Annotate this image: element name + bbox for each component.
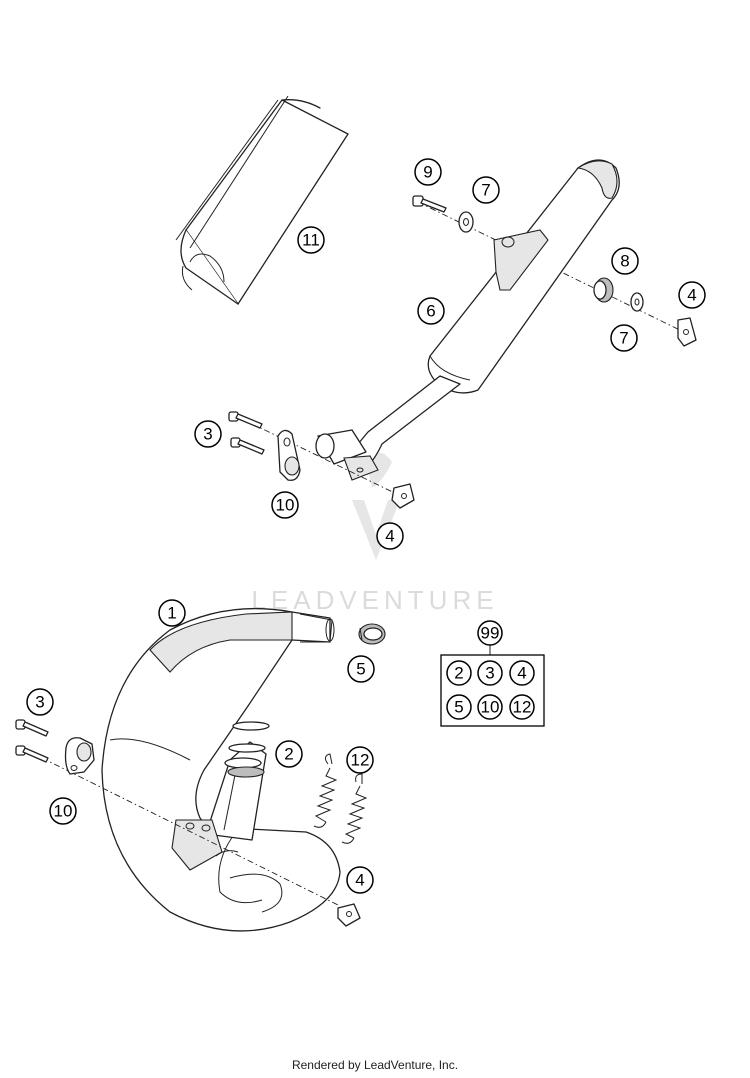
kit-item-3: 3 bbox=[477, 660, 503, 686]
callout-10-lower: 10 bbox=[49, 797, 77, 825]
callout-9: 9 bbox=[414, 158, 442, 186]
clip-nut-upper-right bbox=[677, 317, 697, 347]
bolts-lower bbox=[15, 719, 49, 763]
svg-text:11: 11 bbox=[302, 231, 320, 250]
svg-text:4: 4 bbox=[355, 871, 364, 890]
svg-text:4: 4 bbox=[385, 527, 394, 546]
svg-text:5: 5 bbox=[356, 660, 365, 679]
kit-item-12: 12 bbox=[509, 694, 535, 720]
centerline-lower-pipe-mount bbox=[29, 751, 341, 907]
svg-text:6: 6 bbox=[426, 302, 435, 321]
svg-text:1: 1 bbox=[167, 604, 176, 623]
callout-8: 8 bbox=[611, 247, 639, 275]
svg-text:3: 3 bbox=[35, 693, 44, 712]
centerline-lower-mount bbox=[239, 417, 406, 499]
svg-text:10: 10 bbox=[481, 698, 500, 717]
callout-4-upper-right: 4 bbox=[678, 281, 706, 309]
bracket-upper bbox=[277, 429, 301, 481]
svg-text:2: 2 bbox=[454, 664, 463, 683]
exhaust-pipe bbox=[101, 607, 341, 932]
callout-4-upper-bottom: 4 bbox=[376, 522, 404, 550]
svg-text:10: 10 bbox=[276, 496, 295, 515]
washer-upper bbox=[458, 211, 474, 233]
svg-text:8: 8 bbox=[620, 252, 629, 271]
svg-text:4: 4 bbox=[517, 664, 526, 683]
callout-7-lower: 7 bbox=[610, 324, 638, 352]
kit-99: 99 2 3 4 5 10 12 bbox=[440, 620, 545, 727]
callout-7-upper: 7 bbox=[472, 176, 500, 204]
silencer-inlet-pipe bbox=[315, 375, 461, 481]
silencer-sleeve bbox=[175, 95, 349, 305]
washer-lower bbox=[630, 292, 644, 312]
svg-text:12: 12 bbox=[351, 751, 370, 770]
bracket-lower bbox=[64, 737, 95, 775]
svg-text:4: 4 bbox=[687, 286, 696, 305]
silencer-bolt bbox=[412, 195, 447, 213]
callout-2: 2 bbox=[275, 740, 303, 768]
svg-text:7: 7 bbox=[481, 181, 490, 200]
svg-text:7: 7 bbox=[619, 329, 628, 348]
seal-rings bbox=[224, 721, 270, 778]
svg-text:3: 3 bbox=[485, 664, 494, 683]
svg-text:12: 12 bbox=[513, 698, 532, 717]
callout-10-upper: 10 bbox=[271, 491, 299, 519]
callout-5: 5 bbox=[347, 655, 375, 683]
callout-6: 6 bbox=[417, 297, 445, 325]
callout-3-upper: 3 bbox=[194, 420, 222, 448]
bolts-upper bbox=[228, 411, 265, 455]
kit-item-2: 2 bbox=[446, 660, 472, 686]
callout-12: 12 bbox=[346, 746, 374, 774]
svg-text:2: 2 bbox=[284, 745, 293, 764]
leadventure-watermark: LEADVENTURE bbox=[251, 452, 498, 615]
svg-text:9: 9 bbox=[423, 163, 432, 182]
callout-3-lower: 3 bbox=[26, 688, 54, 716]
svg-text:5: 5 bbox=[454, 698, 463, 717]
o-ring-sleeve bbox=[358, 623, 386, 645]
rubber-bushing bbox=[593, 277, 614, 303]
kit-item-4: 4 bbox=[509, 660, 535, 686]
clip-nut-upper-bottom bbox=[391, 483, 415, 509]
callout-11: 11 bbox=[297, 226, 325, 254]
kit-item-10: 10 bbox=[477, 694, 503, 720]
svg-text:3: 3 bbox=[203, 425, 212, 444]
callout-1: 1 bbox=[158, 599, 186, 627]
clip-nut-lower bbox=[337, 903, 361, 927]
silencer bbox=[427, 159, 620, 394]
callout-4-lower: 4 bbox=[346, 866, 374, 894]
svg-text:10: 10 bbox=[54, 802, 73, 821]
watermark-text: LEADVENTURE bbox=[251, 585, 498, 615]
svg-text:99: 99 bbox=[481, 624, 500, 643]
footer-credit: Rendered by LeadVenture, Inc. bbox=[291, 1058, 459, 1072]
kit-title: 99 bbox=[477, 620, 503, 646]
kit-item-5: 5 bbox=[446, 694, 472, 720]
springs bbox=[313, 753, 368, 844]
